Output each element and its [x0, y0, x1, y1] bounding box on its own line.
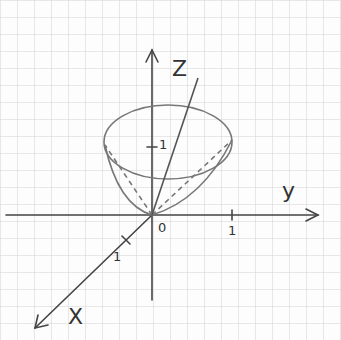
radius-line — [152, 78, 198, 215]
x-axis — [35, 215, 152, 328]
origin-label: 0 — [158, 221, 166, 234]
left-curve — [105, 145, 152, 215]
axis-name: Z — [172, 58, 187, 80]
axes — [6, 50, 318, 328]
y-axis — [6, 214, 318, 216]
y-arrow — [306, 209, 318, 221]
axis-name: X — [68, 306, 83, 328]
z-arrow — [146, 50, 158, 62]
left-dashed — [105, 145, 152, 215]
x-arrow — [35, 315, 48, 328]
y-tick — [231, 210, 233, 220]
x-tick — [122, 236, 130, 244]
z-axis — [151, 50, 153, 300]
tick-number: 1 — [159, 138, 167, 151]
axis-name: y — [282, 180, 295, 202]
tick-number: 1 — [228, 224, 236, 237]
z-tick — [147, 146, 157, 148]
surface — [104, 78, 232, 215]
tick-number: 1 — [113, 250, 121, 263]
